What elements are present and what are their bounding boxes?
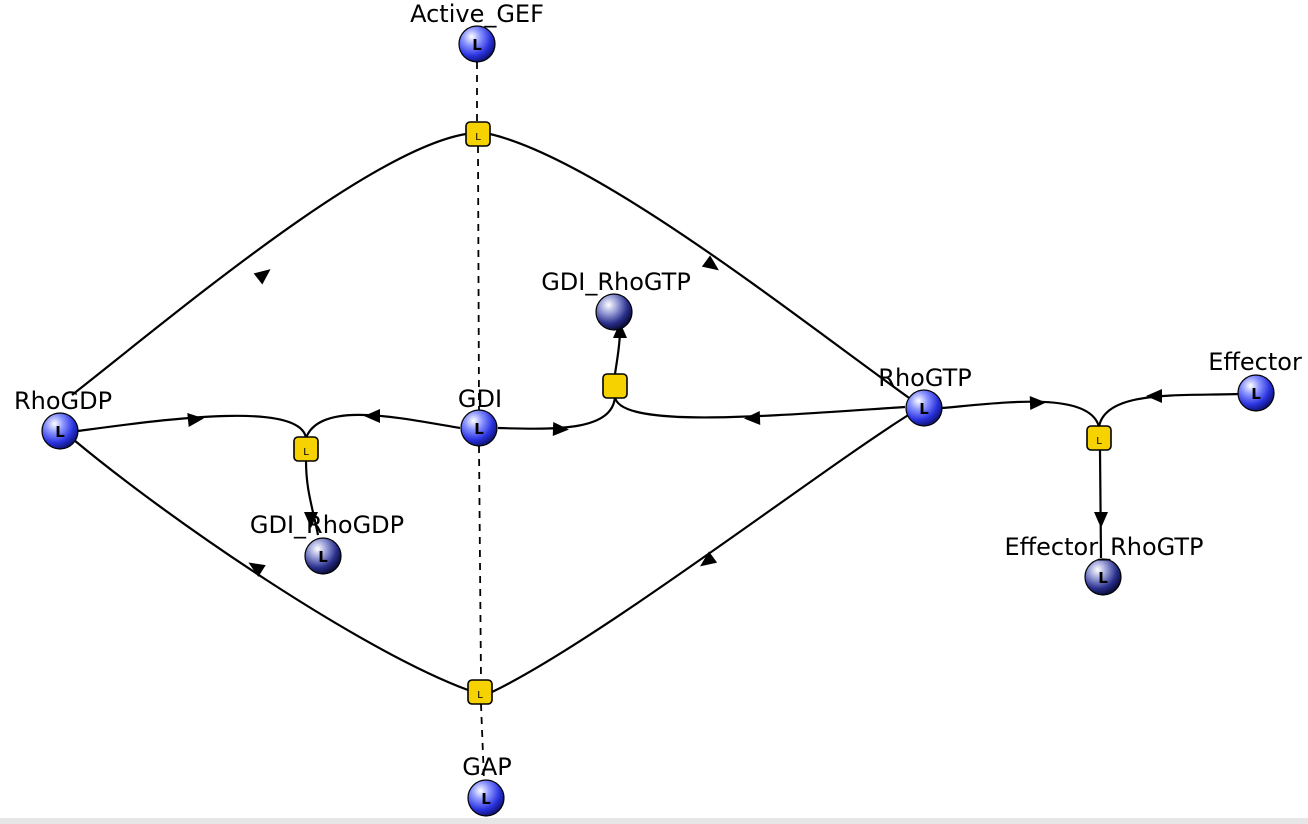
species-label: RhoGDP [14,387,112,415]
arrowhead [248,562,266,577]
species-node-rhogtp[interactable]: L RhoGTP [878,364,972,427]
species-node-effector[interactable]: L Effector [1208,348,1302,412]
species-label: GDI [458,385,502,413]
species-label: Active_GEF [410,0,544,28]
bottom-scroll-strip [0,818,1308,824]
reaction-node-gef-activation[interactable]: L [465,121,491,147]
reaction-node-gdi-rhogdp-binding[interactable]: L [293,436,319,462]
arrowhead [552,422,569,436]
species-glyph: L [472,36,482,54]
reaction-node-gap-hydrolysis[interactable]: L [467,679,493,705]
species-glyph: L [318,548,328,566]
edge-rhogtp-to-gap-reaction [491,413,911,693]
arrowhead [187,413,204,427]
edge-effector-reaction-to-effector-rhogtp [1098,449,1103,559]
arrowhead [613,322,627,338]
arrowhead [1094,512,1108,528]
species-glyph: L [919,400,929,418]
reaction-node-gdi-rhogtp-binding[interactable] [602,373,628,399]
reaction-node-effector-binding[interactable]: L [1086,425,1112,451]
species-glyph: L [55,423,65,441]
species-label: RhoGTP [878,364,971,392]
edge-effector-to-effector-reaction [1097,392,1239,428]
species-label: GAP [462,753,512,781]
arrowhead [304,512,318,528]
species-node-gdi[interactable]: L GDI [458,385,502,447]
species-glyph: L [1098,569,1108,587]
arrowhead [1029,396,1046,410]
species-glyph: L [1251,385,1261,403]
species-node-active-gef[interactable]: L Active_GEF [410,0,544,63]
reaction-edges [71,132,1239,693]
species-label: GDI_RhoGDP [250,511,404,539]
arrowhead [364,409,380,423]
reaction-glyph: L [475,132,481,143]
edge-gap-reaction-to-rhogdp [73,439,469,692]
edge-rhogtp-to-gdirhogtp-reaction [613,396,906,419]
species-node-gdi-rhogtp[interactable]: GDI_RhoGTP [541,268,691,331]
reaction-glyph: L [477,690,483,701]
arrowhead [700,551,718,567]
species-glyph: L [474,420,484,438]
reaction-glyph: L [1096,436,1102,447]
species-label: Effector [1208,348,1302,376]
species-nodes: L Active_GEF L RhoGDP L GDI GDI_RhoGTP L… [14,0,1302,817]
edge-rhogdp-to-gef-reaction [71,132,467,396]
arrowheads [187,255,1162,577]
edge-gdi-reaction-to-gdi-rhogdp [304,459,320,536]
edge-rhogtp-to-effector-reaction [941,400,1101,428]
reaction-nodes: L L L L [293,121,1112,705]
arrowhead [253,269,271,285]
species-label: Effector_RhoGTP [1004,533,1203,561]
arrowhead [701,255,719,271]
edge-rhogdp-to-gdi-reaction [77,414,308,439]
species-node-gdi-rhogdp[interactable]: L GDI_RhoGDP [250,511,404,575]
arrowhead [744,411,761,425]
species-node-rhogdp[interactable]: L RhoGDP [14,387,112,450]
modifier-links [476,62,485,781]
species-node-effector-rhogtp[interactable]: L Effector_RhoGTP [1004,533,1204,596]
edge-gdi-to-gdi-rhogdp-reaction [304,413,461,439]
species-glyph: L [481,790,491,808]
reaction-glyph: L [303,447,309,458]
gap-gef-modifier-link [477,145,480,411]
edge-gef-reaction-to-rhogtp [489,132,913,401]
gdi-gap-modifier-link [478,445,482,681]
edge-gdi-to-gdirhogtp-reaction [497,396,617,430]
species-label: GDI_RhoGTP [541,268,691,296]
arrowhead [1146,389,1162,403]
species-node-gap[interactable]: L GAP [462,753,512,817]
